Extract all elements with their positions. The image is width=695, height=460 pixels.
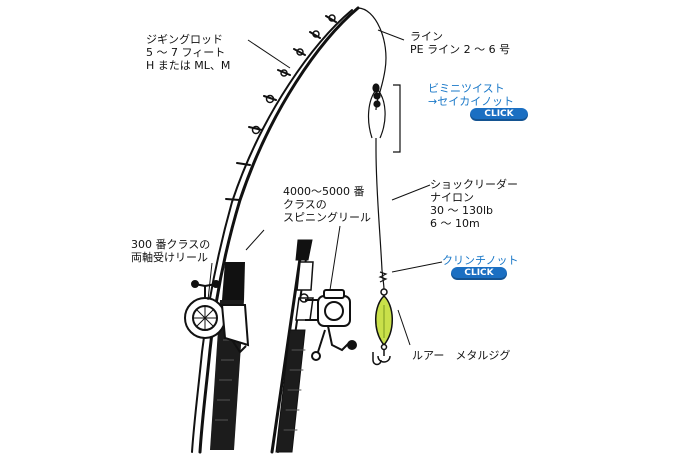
jigging-rod-grip — [210, 262, 245, 450]
baitcast-reel-drawing — [184, 280, 250, 354]
spinning-rod — [270, 239, 314, 454]
spinning-reel-drawing — [305, 289, 357, 361]
bimini-twist-knot — [367, 83, 386, 150]
shock-leader — [375, 149, 385, 291]
shock-leader-label: ショックリーダー ナイロン 30 〜 130lb 6 〜 10m — [430, 178, 518, 230]
bimini-twist-label: ビミニツイスト →セイカイノット — [428, 82, 514, 108]
jigging-rod-label: ジギングロッド 5 〜 7 フィート H または ML、M — [146, 33, 231, 72]
bimini-click-button[interactable]: CLICK — [470, 108, 528, 121]
spinning-reel-label: 4000〜5000 番 クラスの スピニングリール — [283, 185, 371, 224]
baitcast-reel-label: 300 番クラスの 両軸受けリール — [131, 238, 211, 264]
leader-lines — [207, 29, 443, 346]
bimini-bracket — [393, 84, 401, 153]
metal-jig — [372, 288, 393, 366]
clinch-knot — [378, 271, 388, 283]
lure-label: ルアー メタルジグ — [412, 349, 511, 362]
clinch-click-button[interactable]: CLICK — [451, 267, 507, 280]
jigging-rod — [191, 6, 360, 454]
clinch-knot-label: クリンチノット — [442, 254, 519, 267]
main-line — [357, 7, 387, 111]
line-label: ライン PE ライン 2 〜 6 号 — [410, 30, 511, 56]
